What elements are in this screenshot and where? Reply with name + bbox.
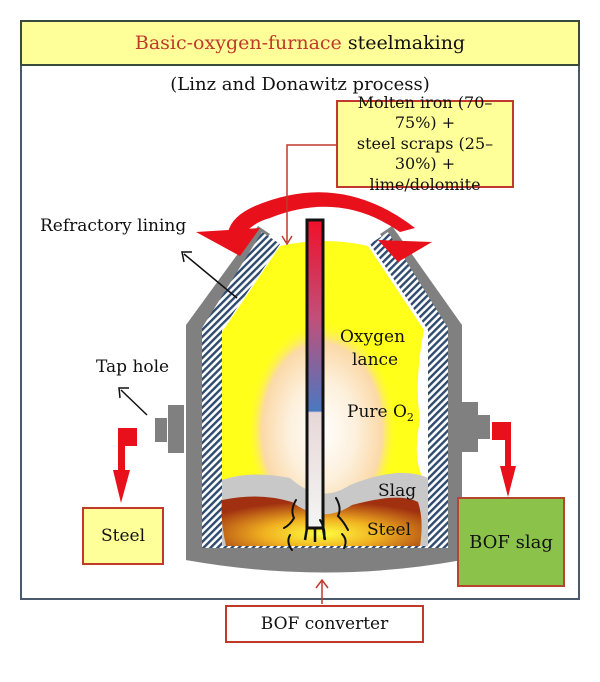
slag-output-arrowhead [500, 466, 516, 497]
input-line-steel-scraps: steel scraps (25–30%) + [356, 133, 494, 174]
slag-hole-inner [478, 415, 490, 439]
tap-hole-inner [155, 418, 167, 442]
charge-inputs-box: Molten iron (70–75%) + steel scraps (25–… [336, 93, 514, 194]
tap-hole-outer [168, 405, 184, 453]
converter-bottom [186, 545, 462, 571]
bof-converter-box: BOF converter [225, 605, 424, 643]
output-steel-box: Steel [82, 507, 164, 565]
title-rest: steelmaking [347, 32, 466, 54]
input-line-molten-iron: Molten iron (70–75%) + [357, 92, 493, 133]
label-slag: Slag [378, 481, 417, 501]
input-connector-arrowhead [281, 235, 293, 246]
converter-pointer-head [315, 578, 329, 589]
label-pure-o2: Pure O2 [347, 402, 414, 424]
output-steel-label: Steel [100, 526, 146, 546]
input-line-lime: lime/dolomite [369, 174, 481, 194]
label-tap-hole: Tap hole [96, 357, 170, 377]
input-connector [286, 144, 336, 242]
label-pure-o2-subscript: 2 [406, 411, 414, 424]
steel-outlet-flag [118, 428, 137, 446]
output-bof-slag-box: BOF slag [457, 497, 565, 587]
refractory-pointer [183, 253, 238, 299]
slag-outlet-stem [505, 440, 511, 466]
oxygen-lance [305, 218, 325, 530]
agitation-marks [283, 497, 349, 551]
tap-hole-pointer [120, 389, 148, 416]
output-bof-slag-label: BOF slag [469, 531, 553, 553]
charge-arrowhead-left [196, 228, 260, 256]
charge-arrowhead-right [378, 240, 432, 262]
slag-hole-outer [462, 402, 478, 452]
bof-converter-label: BOF converter [260, 614, 389, 634]
label-pure-o2-text: Pure O [347, 402, 407, 422]
label-refractory-lining: Refractory lining [40, 216, 187, 236]
slag-outlet-flag [492, 422, 511, 440]
diagram-title: Basic-oxygen-furnace steelmaking [20, 20, 580, 66]
charge-arrow-left [228, 192, 415, 232]
label-steel-inside: Steel [367, 520, 412, 540]
title-accent: Basic-oxygen-furnace [134, 32, 342, 54]
tap-hole-pointer-head [118, 387, 129, 399]
label-oxygen: Oxygen [340, 327, 406, 347]
refractory-pointer-head [181, 251, 192, 263]
label-lance: lance [352, 350, 399, 370]
steel-output-arrowhead [113, 470, 130, 503]
diagram-subtitle: (Linz and Donawitz process) [170, 74, 430, 95]
steel-outlet-stem [118, 446, 125, 470]
